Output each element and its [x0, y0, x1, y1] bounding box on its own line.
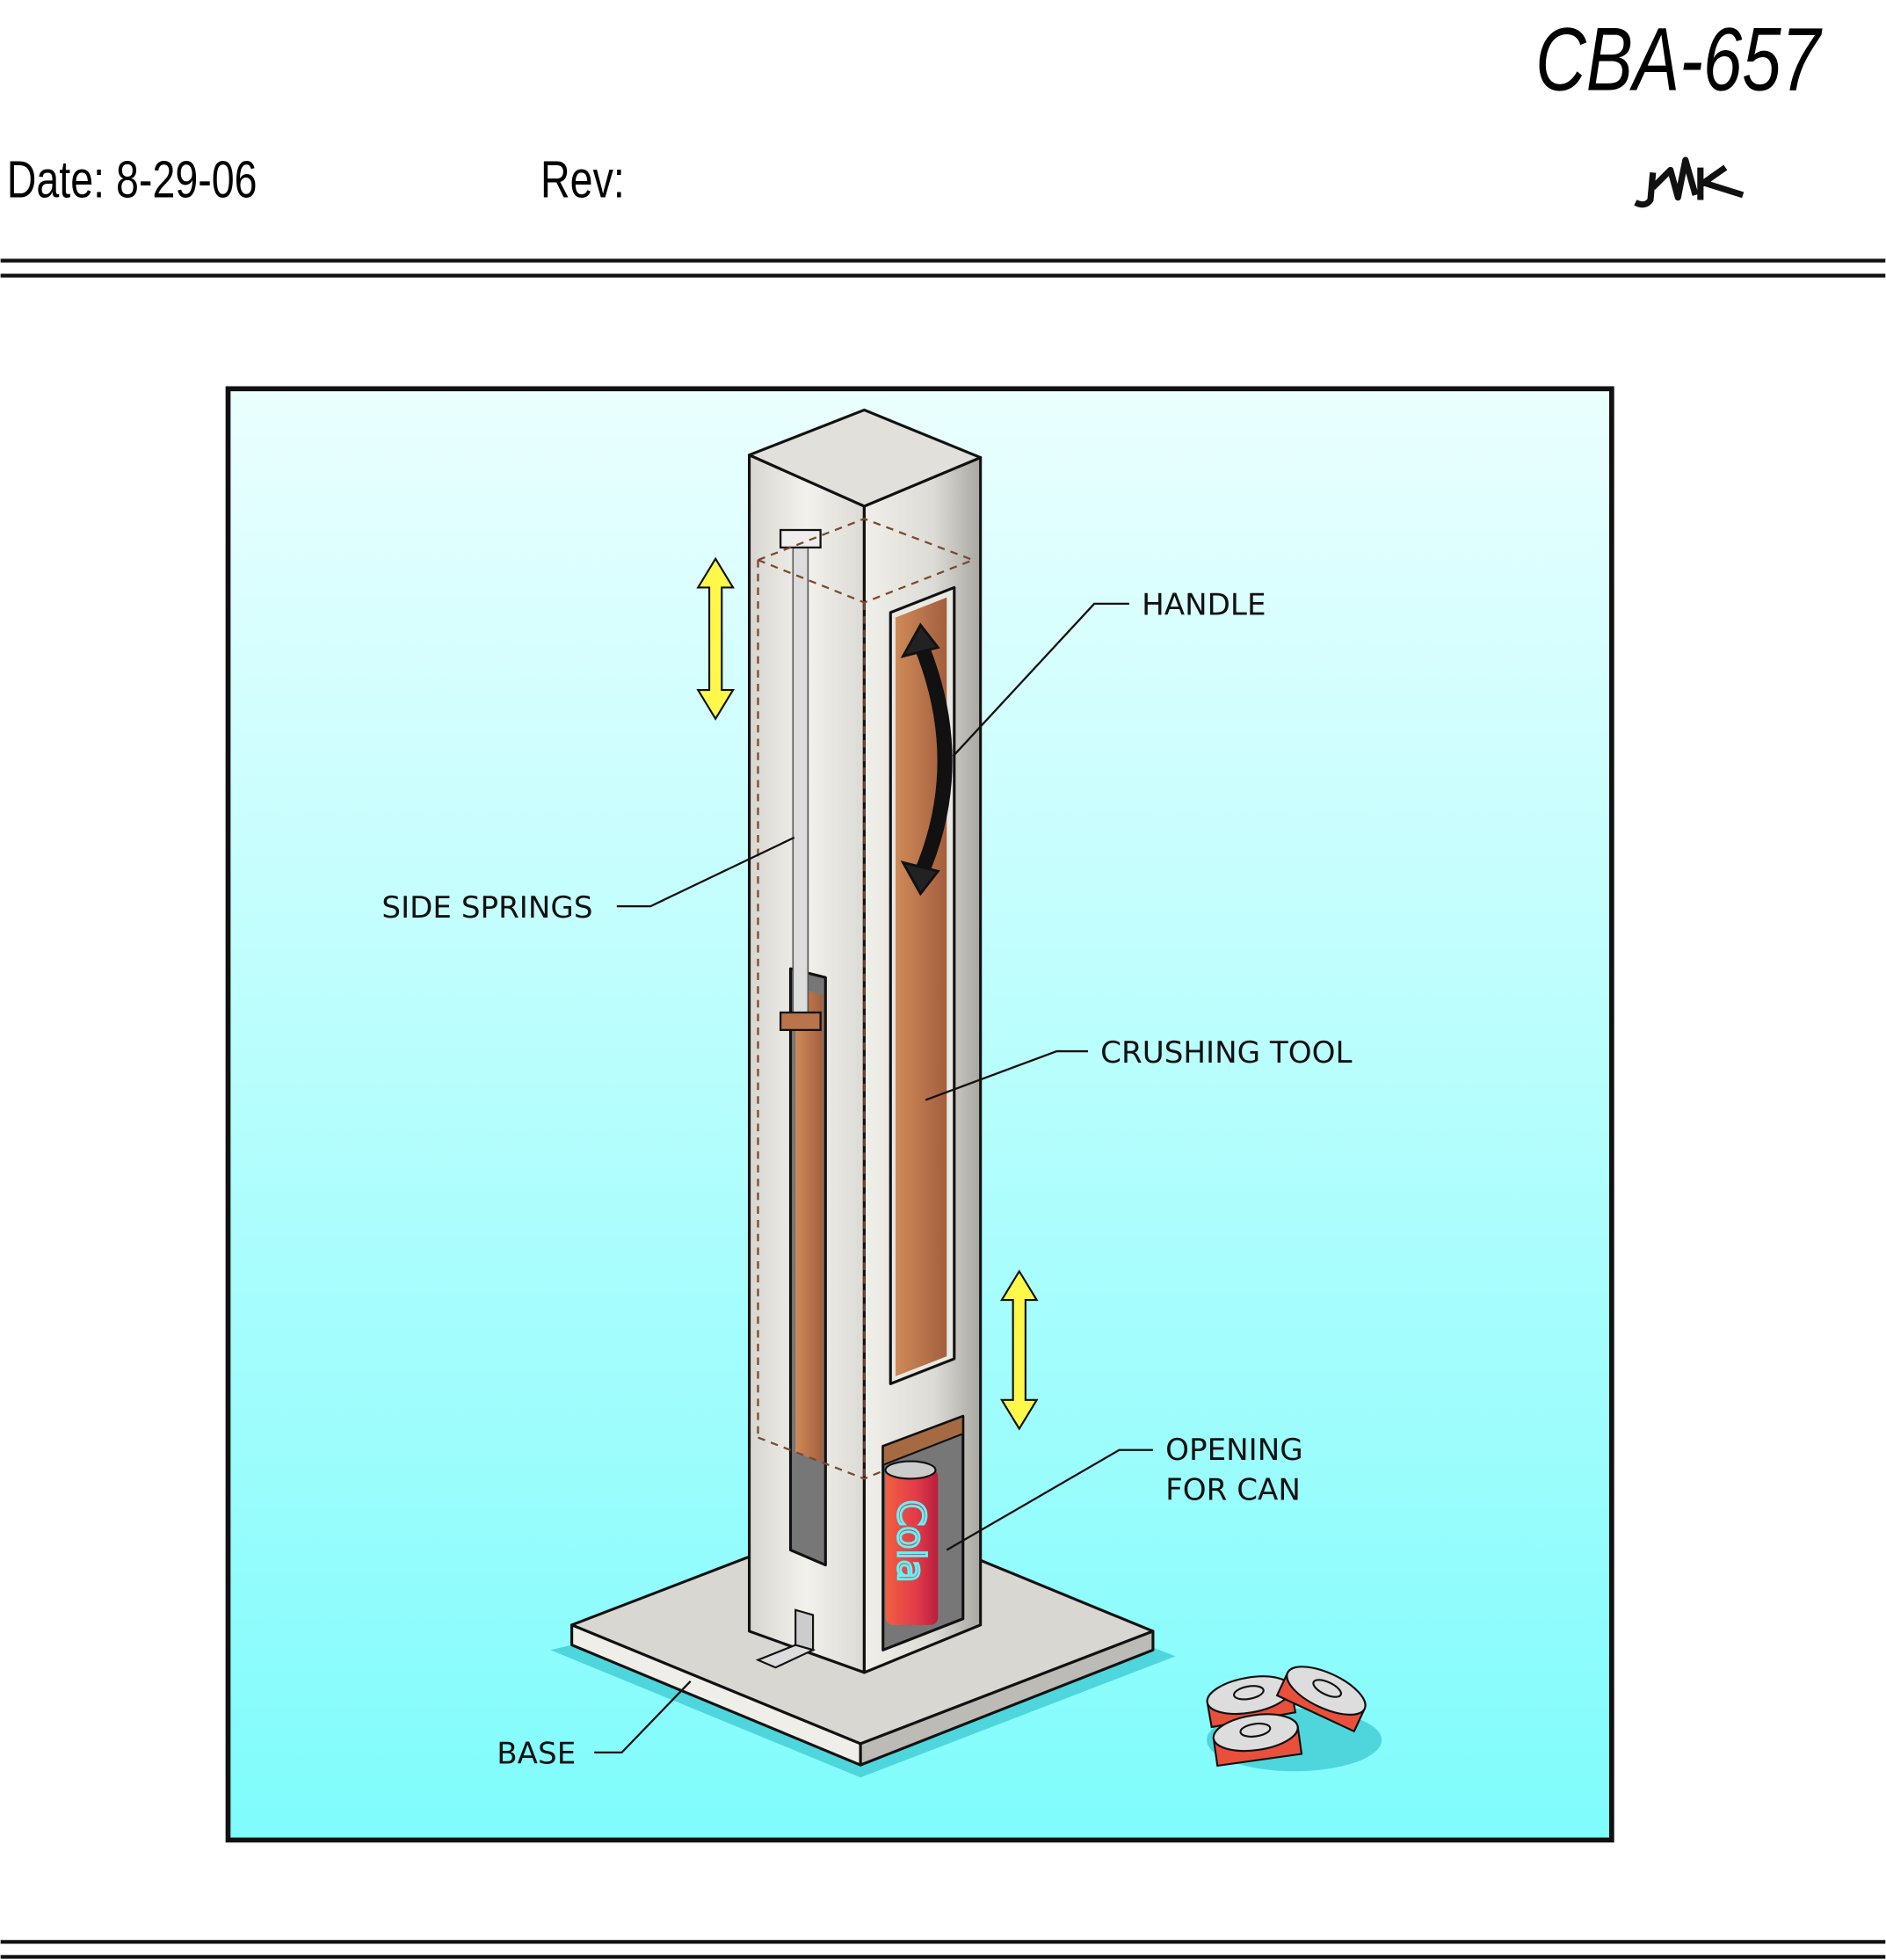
side-spring: [779, 528, 822, 1032]
base-leader: [594, 1681, 692, 1754]
label-base: BASE: [497, 1737, 576, 1772]
spring-motion-arrow: [696, 556, 735, 721]
mounting-bracket: [755, 1608, 816, 1669]
label-handle: HANDLE: [1142, 588, 1266, 623]
crushing-tool-leader: [925, 1049, 1088, 1101]
footer-divider-bottom: [0, 1955, 1886, 1959]
crushed-cans: [1206, 1666, 1382, 1772]
date-field: Date: 8-29-06: [7, 151, 258, 209]
label-opening-line2: FOR CAN: [1165, 1473, 1301, 1508]
document-number: CBA-657: [1535, 10, 1823, 110]
revision-field: Rev:: [540, 151, 625, 209]
handle: [900, 622, 953, 897]
crushing-tool: [889, 585, 956, 1385]
handle-leader: [952, 602, 1129, 758]
can-opening: Cola: [881, 1414, 965, 1651]
label-opening-line1: OPENING: [1165, 1433, 1303, 1468]
side-springs-leader: [616, 836, 795, 908]
label-crushing-tool: CRUSHING TOOL: [1100, 1035, 1352, 1071]
tool-motion-arrow: [999, 1269, 1039, 1431]
header-divider-top: [0, 258, 1886, 263]
side-slot: [788, 967, 827, 1567]
soda-can: Cola: [884, 1460, 939, 1625]
label-side-springs: SIDE SPRINGS: [381, 890, 592, 926]
can-brand: Cola: [889, 1500, 932, 1583]
signature: [1634, 156, 1745, 208]
footer-divider-top: [0, 1940, 1886, 1944]
opening-leader: [946, 1448, 1153, 1551]
header-divider-bottom: [0, 273, 1886, 278]
